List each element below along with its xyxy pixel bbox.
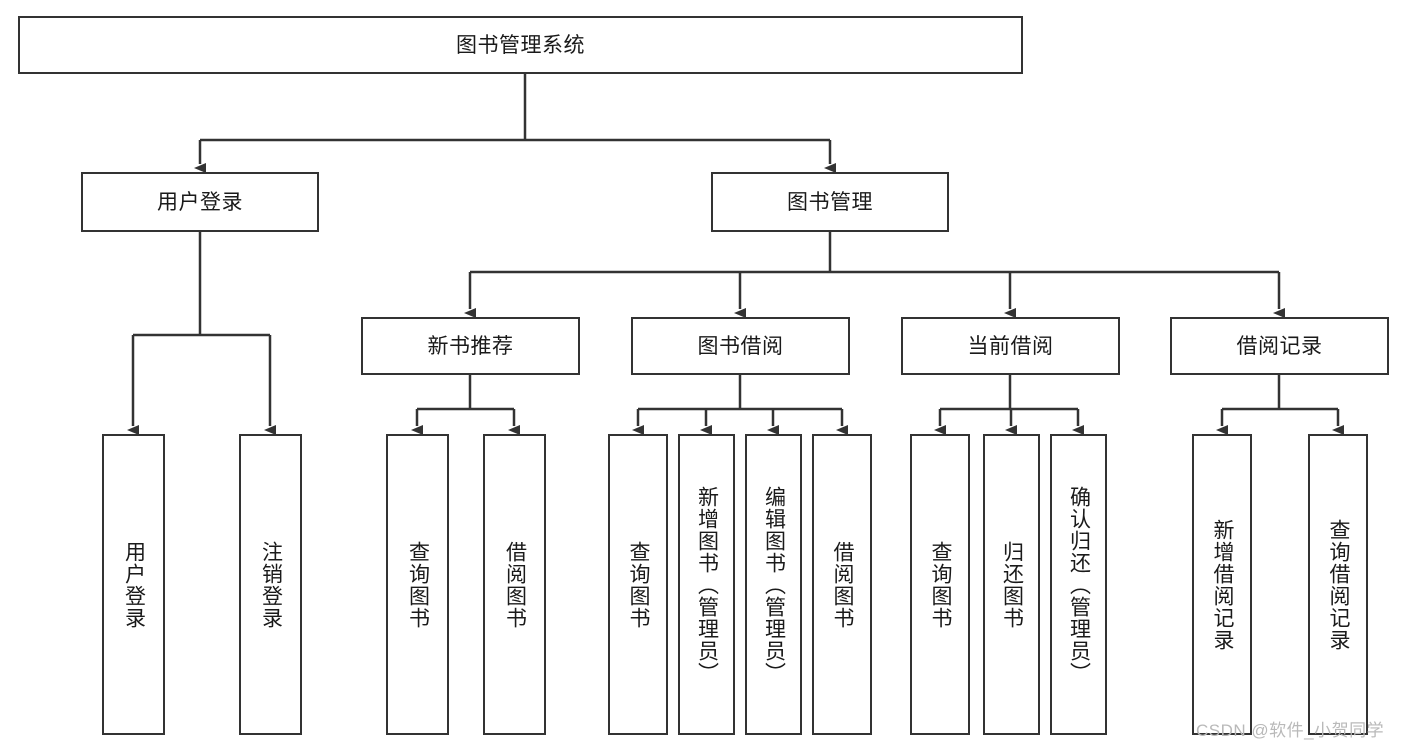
- leaf-edit-book-admin-label: 编辑图书（管理员）: [762, 485, 786, 684]
- node-book-management[interactable]: 图书管理: [711, 172, 949, 232]
- leaf-query-books-current[interactable]: 查询图书: [910, 434, 970, 735]
- leaf-return-books[interactable]: 归还图书: [983, 434, 1040, 735]
- leaf-query-books-current-label: 查询图书: [929, 540, 953, 629]
- node-new-book-recommendation-label: 新书推荐: [427, 334, 514, 358]
- node-user-login-label: 用户登录: [157, 190, 243, 214]
- leaf-add-borrow-record[interactable]: 新增借阅记录: [1192, 434, 1252, 735]
- leaf-query-books-borrow[interactable]: 查询图书: [608, 434, 668, 735]
- node-new-book-recommendation[interactable]: 新书推荐: [361, 317, 580, 375]
- node-root-label: 图书管理系统: [456, 33, 585, 57]
- leaf-add-book-admin[interactable]: 新增图书（管理员）: [678, 434, 735, 735]
- node-book-management-label: 图书管理: [787, 190, 873, 214]
- node-book-borrowing-label: 图书借阅: [697, 334, 784, 358]
- leaf-query-borrow-record[interactable]: 查询借阅记录: [1308, 434, 1368, 735]
- leaf-confirm-return-admin[interactable]: 确认归还（管理员）: [1050, 434, 1107, 735]
- leaf-user-logout[interactable]: 注销登录: [239, 434, 302, 735]
- leaf-borrow-books-borrow-label: 借阅图书: [831, 540, 855, 629]
- leaf-add-borrow-record-label: 新增借阅记录: [1211, 518, 1235, 651]
- leaf-add-book-admin-label: 新增图书（管理员）: [695, 485, 719, 684]
- leaf-query-books-new[interactable]: 查询图书: [386, 434, 449, 735]
- leaf-return-books-label: 归还图书: [1000, 540, 1024, 629]
- leaf-confirm-return-admin-label: 确认归还（管理员）: [1067, 485, 1091, 684]
- leaf-user-logout-label: 注销登录: [259, 540, 283, 629]
- leaf-borrow-books-new-label: 借阅图书: [503, 540, 527, 629]
- leaf-user-login[interactable]: 用户登录: [102, 434, 165, 735]
- node-borrow-records[interactable]: 借阅记录: [1170, 317, 1389, 375]
- leaf-borrow-books-borrow[interactable]: 借阅图书: [812, 434, 872, 735]
- node-current-borrowing[interactable]: 当前借阅: [901, 317, 1120, 375]
- leaf-query-books-new-label: 查询图书: [406, 540, 430, 629]
- node-root[interactable]: 图书管理系统: [18, 16, 1023, 74]
- node-borrow-records-label: 借阅记录: [1236, 334, 1323, 358]
- leaf-borrow-books-new[interactable]: 借阅图书: [483, 434, 546, 735]
- leaf-query-books-borrow-label: 查询图书: [627, 540, 651, 629]
- node-current-borrowing-label: 当前借阅: [967, 334, 1054, 358]
- leaf-user-login-label: 用户登录: [122, 540, 146, 629]
- leaf-edit-book-admin[interactable]: 编辑图书（管理员）: [745, 434, 802, 735]
- node-book-borrowing[interactable]: 图书借阅: [631, 317, 850, 375]
- watermark-text: CSDN @软件_小贺同学: [1196, 721, 1385, 740]
- leaf-query-borrow-record-label: 查询借阅记录: [1327, 518, 1351, 651]
- node-user-login[interactable]: 用户登录: [81, 172, 319, 232]
